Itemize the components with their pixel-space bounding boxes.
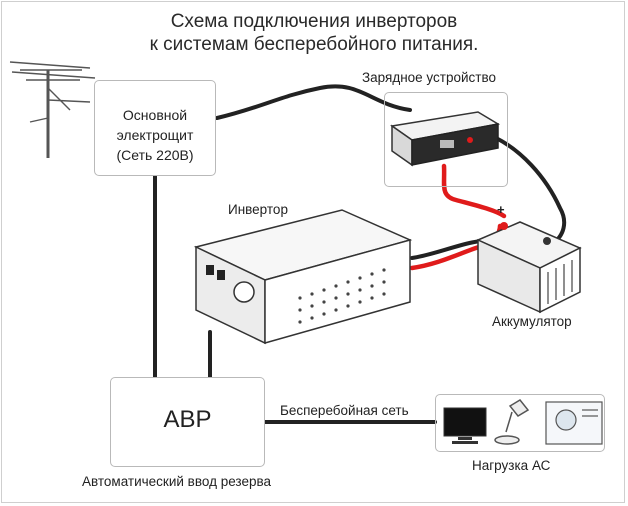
avr-caption: Автоматический ввод резерва: [82, 474, 271, 489]
avr-label: АВР: [163, 406, 212, 433]
battery-device-icon: [476, 221, 582, 314]
charger-label: Зарядное устройство: [362, 70, 496, 85]
inverter-device-icon: [193, 209, 413, 345]
main-panel-box: Основной электрощит (Сеть 220В): [94, 80, 216, 176]
tv-icon: [443, 407, 487, 444]
battery-label: Аккумулятор: [492, 314, 572, 329]
load-label: Нагрузка АС: [472, 458, 551, 473]
ups-line-label: Бесперебойная сеть: [280, 403, 409, 418]
diagram-title-line1: Схема подключения инверторов: [170, 11, 458, 32]
avr-box: АВР: [110, 377, 265, 467]
main-panel-line1: Основной: [122, 107, 188, 123]
lamp-icon: [494, 399, 530, 445]
air-conditioner-icon: [545, 401, 603, 445]
main-panel-line2: электрощит: [116, 127, 194, 143]
battery-plus-sign: +: [497, 202, 505, 217]
main-panel-line3: (Сеть 220В): [116, 147, 194, 163]
ac-cables: [153, 84, 567, 424]
utility-pole-icon: [9, 61, 96, 158]
inverter-label: Инвертор: [228, 202, 288, 217]
charger-box: [384, 92, 508, 187]
load-box: [435, 394, 605, 452]
diagram-title-line2: к системам бесперебойного питания.: [149, 34, 479, 55]
charger-device-icon: [390, 111, 501, 167]
